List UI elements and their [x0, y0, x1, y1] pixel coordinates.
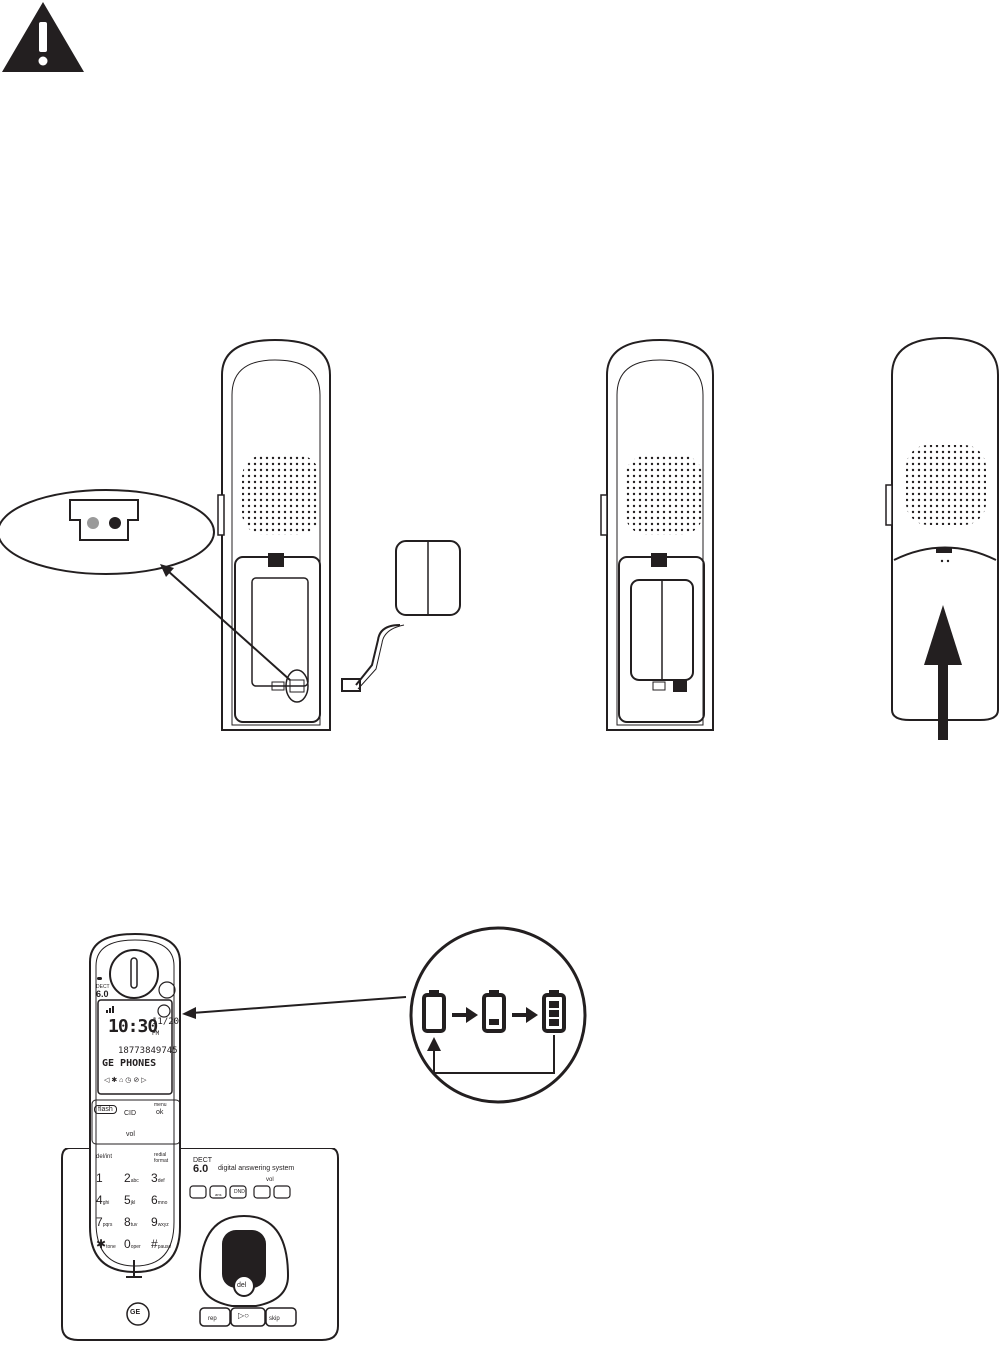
key-star[interactable]: ✱tone [96, 1237, 116, 1251]
lcd-status-icons: ◁ ✱ ⌂ ◷ ⊘ ▷ [104, 1076, 147, 1084]
handset-battery-inserted-illustration [595, 335, 725, 745]
base-play-button[interactable]: ▷○ [238, 1311, 249, 1320]
lcd-number: 18773849745 [118, 1046, 178, 1056]
key-0[interactable]: 0oper [124, 1237, 141, 1251]
key-hash[interactable]: #pause [151, 1237, 171, 1251]
base-rep-button[interactable]: rep [208, 1316, 217, 1322]
format-button[interactable]: format [154, 1158, 168, 1164]
ge-logo-icon: GE [130, 1309, 140, 1316]
key-6[interactable]: 6mno [151, 1193, 167, 1207]
base-del-button[interactable]: del [237, 1282, 246, 1289]
ok-button[interactable]: ok [156, 1109, 163, 1116]
key-9[interactable]: 9wxyz [151, 1215, 169, 1229]
handset-dect-version: 6.0 [96, 989, 109, 999]
key-4[interactable]: 4ghi [96, 1193, 109, 1207]
handset-open-back-illustration [0, 335, 470, 745]
lcd-date: 11/20 [152, 1017, 179, 1027]
lcd-name: GE PHONES [102, 1058, 156, 1069]
battery-empty-icon [420, 985, 590, 1085]
base-dnd-label: DND [237, 1219, 250, 1225]
del-int-button[interactable]: del/int [96, 1154, 112, 1160]
vol-button[interactable]: vol [126, 1131, 135, 1138]
key-5[interactable]: 5jkl [124, 1193, 135, 1207]
menu-button[interactable]: menu [154, 1102, 167, 1108]
base-dnd-button[interactable]: DND [234, 1189, 245, 1195]
warning-triangle-icon [0, 0, 86, 74]
key-8[interactable]: 8tuv [124, 1215, 137, 1229]
flash-button[interactable]: flash [94, 1105, 117, 1114]
base-ans-button[interactable]: ans [215, 1192, 221, 1197]
base-vol-label: vol [266, 1177, 274, 1183]
key-2[interactable]: 2abc [124, 1171, 139, 1185]
handset-cover-closed-illustration [880, 335, 1001, 745]
base-skip-button[interactable]: skip [269, 1316, 280, 1322]
key-7[interactable]: 7pqrs [96, 1215, 112, 1229]
lcd-clock: 10:30 [108, 1016, 157, 1037]
key-3[interactable]: 3def [151, 1171, 165, 1185]
base-title: digital answering system [218, 1165, 294, 1172]
base-dect-version: 6.0 [193, 1163, 208, 1175]
key-1[interactable]: 1 [96, 1171, 103, 1185]
lcd-ampm: PM [152, 1030, 159, 1037]
cid-button[interactable]: CID [124, 1110, 136, 1117]
